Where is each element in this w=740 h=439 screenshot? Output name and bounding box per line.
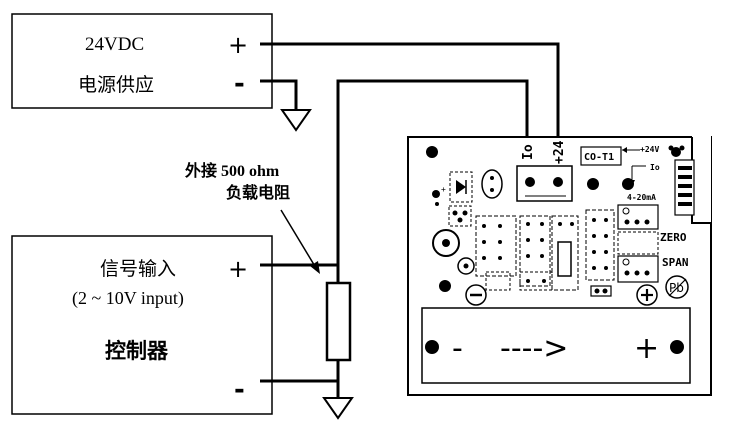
controller-signal-input: 信号输入 (100, 258, 176, 280)
power-supply-minus: - (234, 69, 245, 99)
terminal-plus24-label: +24 (552, 140, 567, 164)
span-trimmer: SPAN (617, 255, 689, 283)
right-header-connector (674, 159, 695, 216)
minus-pad-icon (465, 284, 487, 306)
component-field (475, 209, 615, 291)
component-dots (482, 218, 608, 283)
ground-symbol-bottom (322, 397, 354, 420)
terminal-block (516, 165, 573, 202)
mount-hole-top-right (671, 147, 681, 157)
range-label: 4-20mA (627, 193, 656, 202)
module-label: CO-T1 (584, 152, 614, 163)
plus24v-label: +24V (640, 145, 659, 154)
circuit-board: Io +24 CO-T1 +24V Io 4-20mA (407, 135, 712, 396)
terminal-io-label: Io (521, 144, 536, 160)
wire-io (336, 79, 529, 283)
load-resistor (325, 281, 352, 362)
wires (260, 42, 560, 398)
input-minus-label: - (452, 331, 463, 366)
span-label: SPAN (662, 256, 689, 269)
controller-title: 控制器 (105, 339, 169, 363)
controller-input-range: (2 ~ 10V input) (72, 288, 184, 309)
led-component: + (432, 169, 503, 206)
power-supply-box: 24VDC 电源供应 + - (11, 13, 273, 109)
controller-plus: + (228, 255, 248, 283)
wire-psu-ground (260, 79, 298, 110)
input-arrow-label: ----> (500, 331, 568, 366)
capacitors-left (432, 205, 475, 275)
load-annotation-line1: 外接 500 ohm (184, 161, 280, 180)
power-supply-plus: + (228, 31, 248, 59)
ground-symbol-top (280, 109, 312, 132)
io-small-label: Io (650, 163, 660, 172)
input-connector-bar: - ----> + (421, 307, 691, 384)
mount-hole-mid-center (587, 178, 599, 190)
zero-label: ZERO (660, 231, 687, 244)
power-supply-voltage: 24VDC (85, 34, 144, 55)
wire-plus24 (260, 42, 560, 138)
zero-trimmer: ZERO (617, 204, 687, 255)
pb-free-icon: Pb (665, 275, 689, 299)
input-plus-label: + (634, 331, 659, 366)
controller-minus: - (234, 375, 245, 405)
controller-box: 信号输入 (2 ~ 10V input) 控制器 + - (11, 235, 273, 415)
load-annotation-arrow (280, 209, 320, 274)
power-supply-title: 电源供应 (78, 74, 154, 96)
jumper-header (590, 285, 612, 297)
svg-text:+: + (441, 185, 446, 194)
mount-hole-mid-left (439, 280, 451, 292)
load-annotation-line2: 负载电阻 (226, 183, 290, 202)
plus-pad-icon (636, 284, 658, 306)
mount-hole-top-left (426, 146, 438, 158)
